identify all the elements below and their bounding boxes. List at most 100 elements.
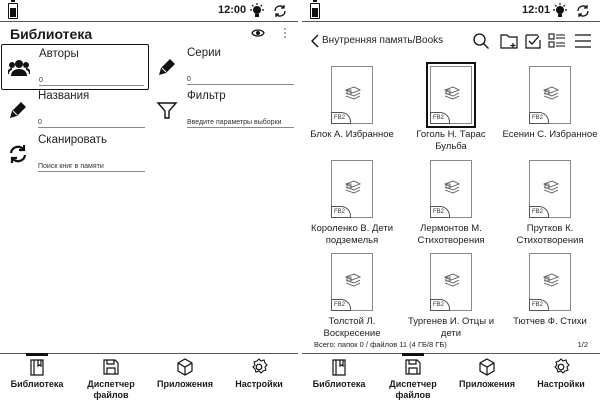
- sync-icon[interactable]: [272, 3, 288, 19]
- nav-library[interactable]: Библиотека: [302, 354, 376, 403]
- nav-label: Диспетчер файлов: [87, 379, 135, 400]
- library-item-count: 0: [38, 119, 145, 128]
- nav-apps[interactable]: Приложения: [450, 354, 524, 403]
- book-stack-icon: [443, 273, 461, 287]
- library-item-label: Авторы: [39, 48, 79, 60]
- frontlight-icon[interactable]: [249, 3, 265, 19]
- battery-icon: [310, 0, 320, 19]
- back-chevron-icon[interactable]: [310, 34, 320, 48]
- bottom-nav: Библиотека Диспетчер файлов Приложения Н…: [0, 353, 298, 403]
- book-cover: FB2: [426, 62, 476, 128]
- filter-icon: [156, 102, 178, 119]
- people-icon: [8, 60, 30, 76]
- cube-icon: [479, 358, 495, 376]
- format-badge: FB2: [331, 299, 351, 311]
- library-icon: [30, 359, 44, 376]
- frontlight-icon[interactable]: [552, 3, 568, 19]
- book-stack-icon: [344, 273, 362, 287]
- status-bar: 12:00: [0, 0, 298, 22]
- book-stack-icon: [542, 273, 560, 287]
- kebab-menu-icon[interactable]: [283, 28, 287, 40]
- book-stack-icon: [443, 86, 461, 100]
- nav-label: Библиотека: [10, 379, 64, 389]
- format-badge: FB2: [331, 206, 351, 218]
- book-cover: FB2: [430, 253, 472, 311]
- refresh-icon: [9, 145, 27, 163]
- filter-input[interactable]: Введите параметры выборки: [187, 119, 294, 128]
- format-badge: FB2: [529, 112, 549, 124]
- new-folder-icon[interactable]: [500, 32, 518, 50]
- library-item-label: Фильтр: [187, 90, 226, 102]
- nav-label: Настройки: [537, 379, 585, 389]
- book-cover: FB2: [331, 160, 373, 218]
- nav-apps[interactable]: Приложения: [148, 354, 222, 403]
- file-manager-header: Внутренняя память/Books: [302, 28, 600, 54]
- book-stack-icon: [344, 86, 362, 100]
- format-badge: FB2: [529, 206, 549, 218]
- book-cover: FB2: [331, 66, 373, 124]
- library-icon: [332, 359, 346, 376]
- search-icon[interactable]: [472, 32, 490, 50]
- pencil-icon: [159, 59, 175, 75]
- book-title: Толстой Л. Воскресение: [323, 316, 381, 339]
- nav-label: Приложения: [459, 379, 515, 389]
- book-stack-icon: [542, 180, 560, 194]
- bottom-nav: Библиотека Диспетчер файлов Приложения Н…: [302, 353, 600, 403]
- library-item-filter[interactable]: Фильтр Введите параметры выборки: [150, 87, 298, 133]
- book-stack-icon: [344, 180, 362, 194]
- library-item-authors[interactable]: Авторы 0: [1, 44, 149, 90]
- nav-library[interactable]: Библиотека: [0, 353, 74, 403]
- gear-icon: [554, 358, 570, 374]
- gear-icon: [252, 358, 268, 374]
- nav-label: Настройки: [235, 379, 283, 389]
- library-item-count: 0: [39, 77, 144, 86]
- menu-icon[interactable]: [574, 32, 592, 50]
- eye-icon[interactable]: [251, 28, 265, 38]
- book-title: Гоголь Н. Тарас Бульба: [416, 129, 486, 152]
- format-badge: FB2: [331, 112, 351, 124]
- book-cover: FB2: [529, 160, 571, 218]
- nav-file-manager[interactable]: Диспетчер файлов: [74, 354, 148, 403]
- library-item-desc: Поиск книг в памяти: [38, 163, 145, 172]
- book-title: Тургенев И. Отцы и дети: [407, 316, 494, 339]
- library-item-titles[interactable]: Названия 0: [1, 87, 149, 133]
- library-item-series[interactable]: Серии 0: [150, 44, 298, 90]
- page-title: Библиотека: [10, 26, 93, 42]
- book-cover: FB2: [430, 160, 472, 218]
- format-badge: FB2: [430, 206, 450, 218]
- nav-settings[interactable]: Настройки: [222, 354, 296, 403]
- nav-file-manager[interactable]: Диспетчер файлов: [376, 353, 450, 403]
- book-cover: FB2: [529, 253, 571, 311]
- select-icon[interactable]: [524, 32, 542, 50]
- library-item-scan[interactable]: Сканировать Поиск книг в памяти: [1, 131, 149, 177]
- book-title: Прутков К. Стихотворения: [516, 223, 584, 246]
- storage-summary: Всего: папок 0 / файлов 11 (4 ГБ/8 ГБ): [314, 340, 447, 349]
- book-title: Лермонтов М. Стихотворения: [417, 223, 485, 246]
- book-title: Тютчев Ф. Стихи: [513, 316, 587, 327]
- nav-settings[interactable]: Настройки: [524, 354, 598, 403]
- pencil-icon: [10, 102, 26, 118]
- book-cover: FB2: [529, 66, 571, 124]
- status-bar: 12:01: [302, 0, 600, 22]
- book-title: Есенин С. Избранное: [502, 129, 598, 140]
- book-cover: FB2: [331, 253, 373, 311]
- view-list-icon[interactable]: [548, 32, 566, 50]
- sync-icon[interactable]: [575, 3, 591, 19]
- book-stack-icon: [443, 180, 461, 194]
- book-stack-icon: [542, 86, 560, 100]
- breadcrumb-path[interactable]: Внутренняя память/Books: [322, 35, 444, 46]
- format-badge: FB2: [430, 299, 450, 311]
- format-badge: FB2: [430, 112, 450, 124]
- nav-label: Библиотека: [312, 379, 366, 389]
- library-item-label: Серии: [187, 47, 221, 59]
